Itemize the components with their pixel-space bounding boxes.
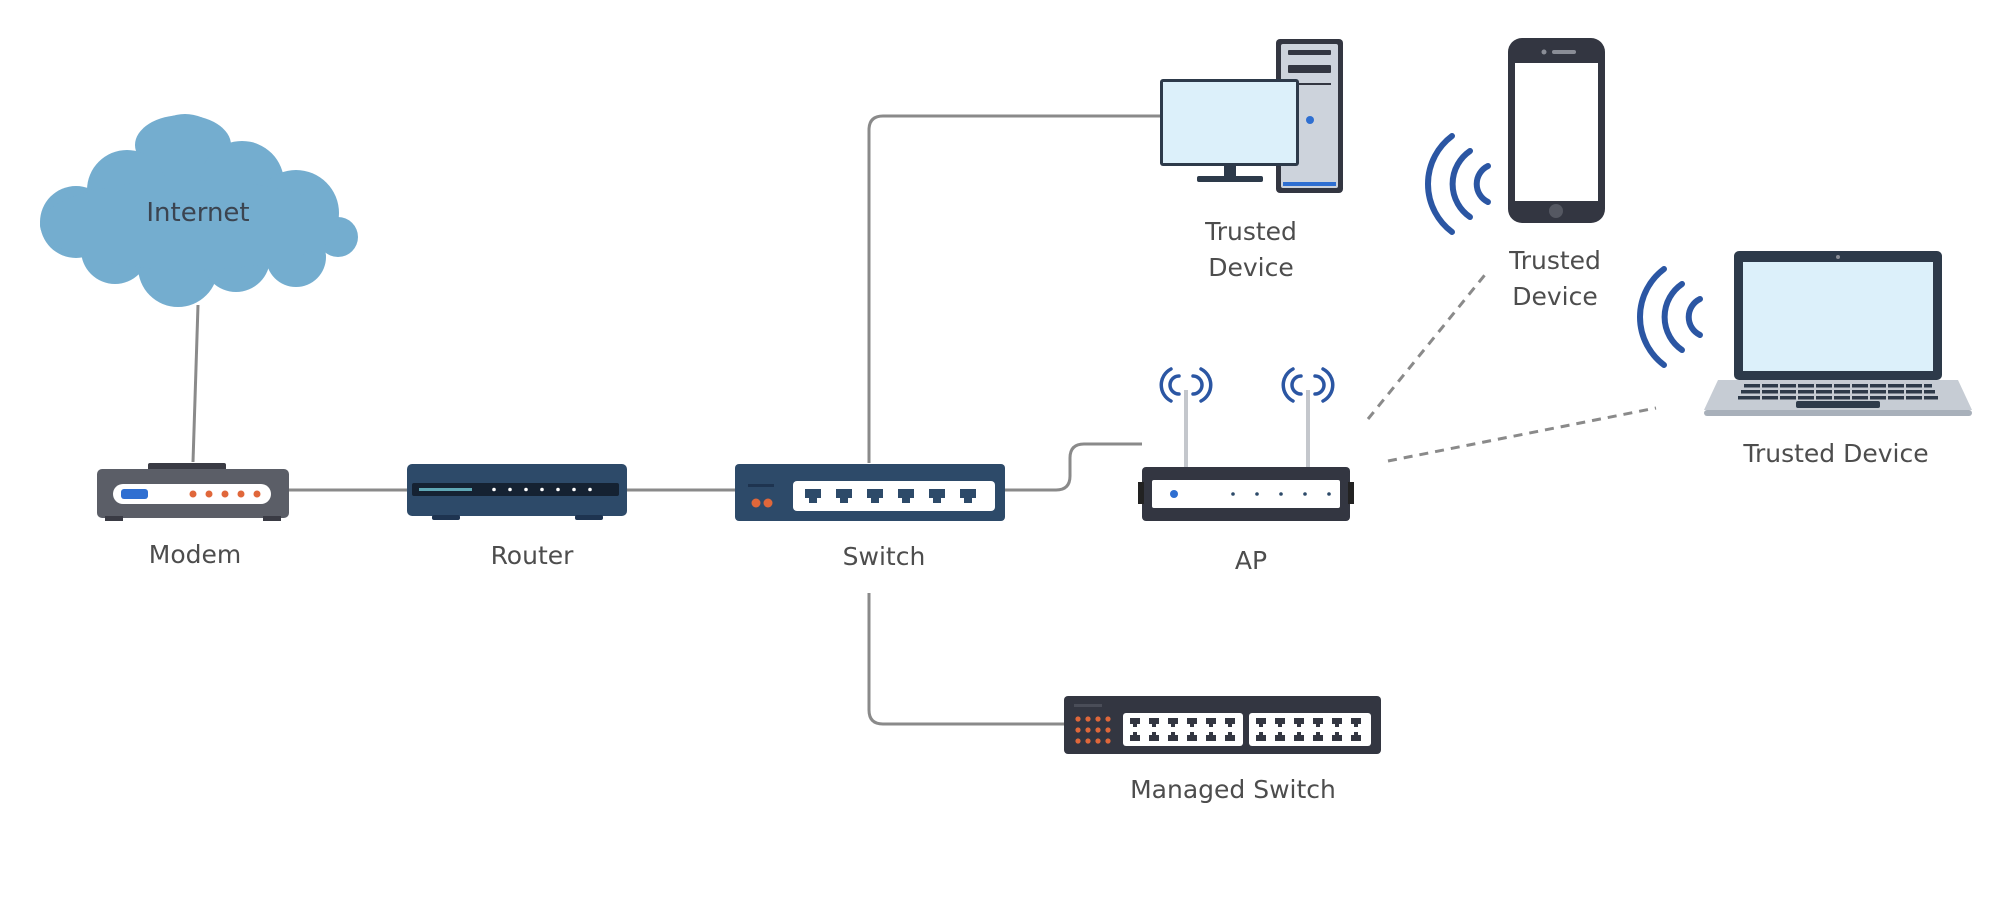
modem-label: Modem [149,540,241,569]
router-icon [407,464,627,520]
phone-label-line2: Device [1512,282,1598,311]
wire-switch-ap [1004,442,1142,492]
switch-node: Switch [735,464,1005,571]
wire-switch-managed-switch [867,593,1066,726]
wire-switch-desktop [867,114,1160,463]
desktop-node: Trusted Device [1160,39,1343,282]
switch-label: Switch [843,542,926,571]
wifi-signal-icon [1281,367,1335,403]
wifi-signal-icon [1637,266,1703,368]
modem-node: Modem [97,463,289,569]
switch-icon [735,464,1005,521]
laptop-icon [1704,251,1972,416]
managed-switch-node: Managed Switch [1064,696,1381,804]
wireless-link-ap-phone [1366,270,1490,420]
ap-label: AP [1235,546,1267,575]
laptop-node: Trusted Device [1637,251,1972,468]
wire-internet-modem [191,304,200,463]
phone-node: Trusted Device [1425,38,1605,311]
desktop-label-line2: Device [1208,253,1294,282]
wifi-signal-icon [1159,367,1213,403]
wifi-signal-icon [1425,133,1491,235]
managed-switch-icon [1064,696,1381,754]
wireless-links [1366,270,1657,463]
phone-label-line1: Trusted [1508,246,1601,275]
internet-node: Internet [40,114,358,307]
smartphone-icon [1508,38,1605,223]
router-node: Router [407,464,627,570]
modem-icon [97,463,289,521]
desktop-label-line1: Trusted [1204,217,1297,246]
laptop-label: Trusted Device [1742,439,1928,468]
desktop-computer-icon [1160,39,1343,193]
managed-switch-label: Managed Switch [1130,775,1336,804]
wireless-link-ap-laptop [1387,406,1657,463]
access-point-icon [1138,367,1354,521]
cloud-icon [40,114,358,307]
connections [191,114,1160,726]
router-label: Router [491,541,575,570]
ap-node: AP [1138,367,1354,575]
internet-label: Internet [146,198,249,228]
